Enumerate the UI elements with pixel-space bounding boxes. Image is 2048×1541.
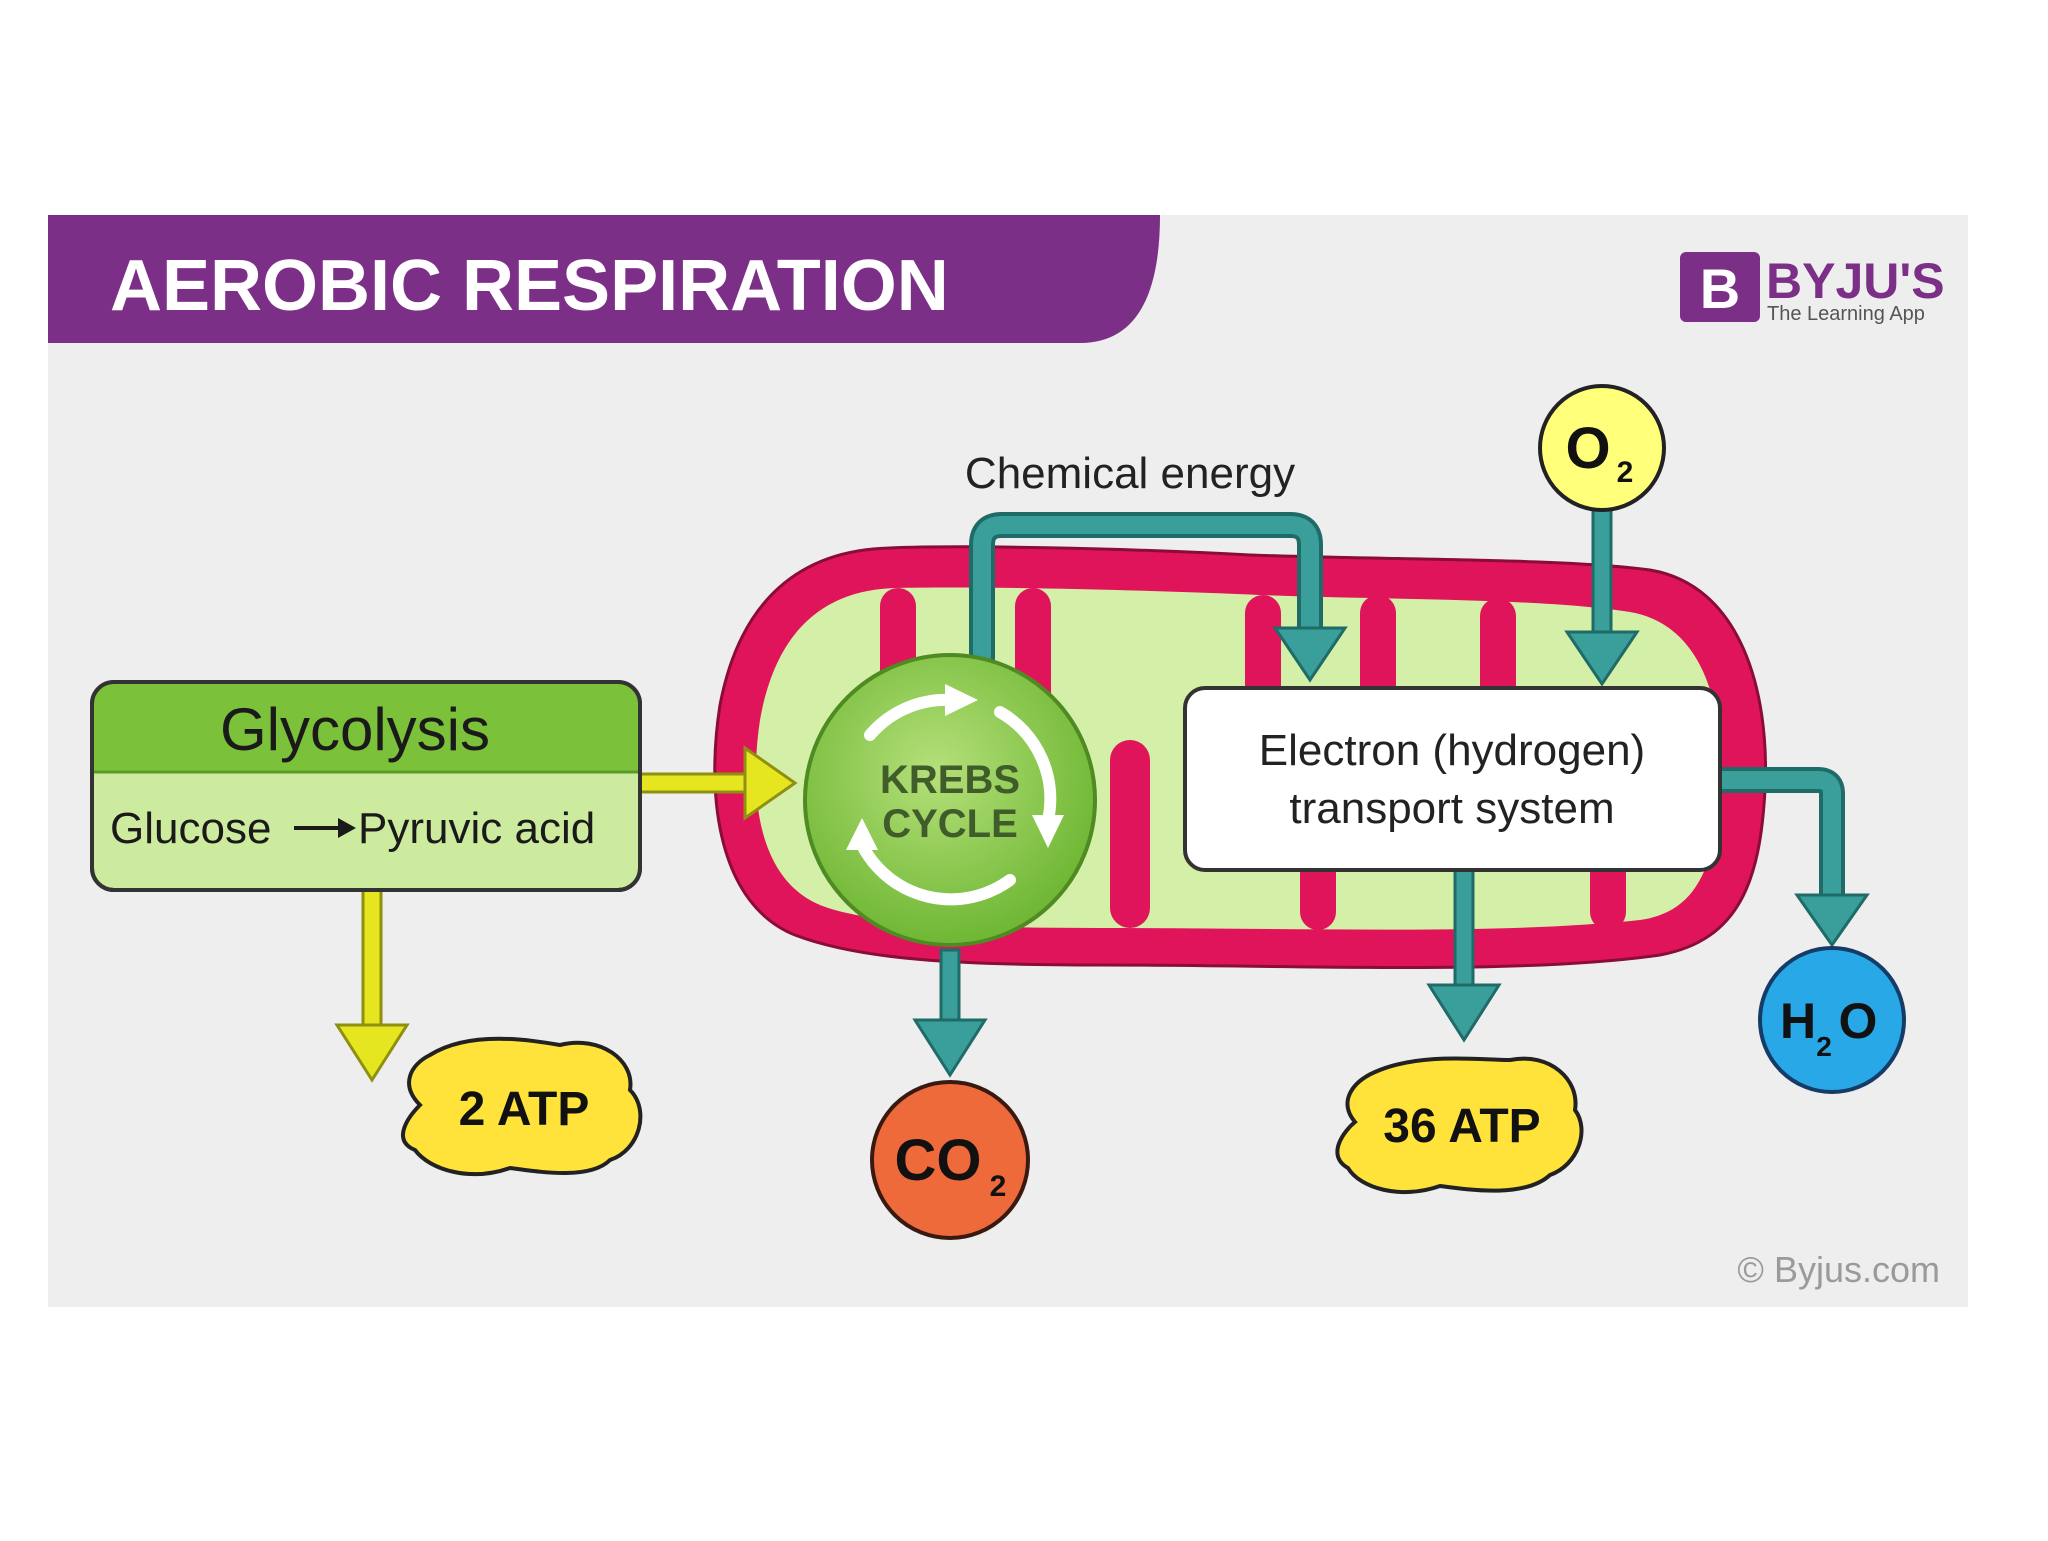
- krebs-cycle: KREBS CYCLE: [803, 653, 1097, 947]
- glycolysis-box: Glycolysis Glucose Pyruvic acid: [90, 680, 642, 892]
- logo-badge: [1680, 252, 1760, 322]
- oxygen-molecule: O 2: [1538, 384, 1666, 512]
- logo-letter: B: [1700, 257, 1740, 320]
- atp-label-36: 36 ATP: [1383, 1100, 1540, 1153]
- glycolysis-header: [94, 684, 638, 772]
- oxygen-subscript: 2: [1617, 456, 1634, 489]
- glycolysis-atp-arrow: [334, 888, 410, 1083]
- electron-transport-system: Electron (hydrogen) transport system: [1183, 686, 1722, 872]
- glycolysis-title: Glycolysis: [220, 696, 490, 763]
- pyruvate-arrow: [638, 745, 798, 821]
- copyright-text: © Byjus.com: [1737, 1249, 1940, 1290]
- atp-blob-etc: 36 ATP: [1335, 1056, 1584, 1195]
- oxygen-symbol: O: [1565, 416, 1610, 481]
- co2-subscript: 2: [990, 1170, 1007, 1203]
- cycle-arrow-icon: [994, 706, 1057, 826]
- krebs-label-2: CYCLE: [882, 802, 1018, 846]
- etc-label-1: Electron (hydrogen): [1259, 726, 1645, 775]
- water-symbol-o: O: [1839, 993, 1878, 1049]
- crista: [1110, 740, 1150, 928]
- cycle-arrow-icon: [864, 693, 956, 741]
- water-arrow: [1720, 767, 1870, 948]
- brand-name: BYJU'S: [1766, 253, 1945, 309]
- cycle-arrow-icon: [856, 839, 1016, 906]
- chemical-energy-label: Chemical energy: [965, 449, 1295, 498]
- chemical-energy-arrow: [969, 512, 1348, 683]
- title-band: [48, 215, 1160, 343]
- co2-arrow: [912, 948, 988, 1078]
- etc-label-2: transport system: [1289, 784, 1614, 833]
- brand-logo: B BYJU'S The Learning App: [1680, 252, 1945, 325]
- atp-label-2: 2 ATP: [459, 1083, 590, 1136]
- page-title: AEROBIC RESPIRATION: [110, 246, 949, 326]
- co2-symbol: CO: [895, 1128, 982, 1193]
- krebs-label-1: KREBS: [880, 758, 1020, 802]
- etc-box: [1183, 686, 1722, 872]
- brand-tagline: The Learning App: [1767, 303, 1925, 325]
- pyruvic-acid-label: Pyruvic acid: [358, 804, 595, 853]
- right-arrow-icon: [294, 818, 356, 838]
- water-subscript: 2: [1816, 1031, 1832, 1062]
- atp-blob-glycolysis: 2 ATP: [400, 1036, 643, 1177]
- carbon-dioxide-molecule: CO 2: [870, 1080, 1030, 1240]
- water-symbol-h: H: [1780, 993, 1816, 1049]
- glucose-label: Glucose: [110, 804, 271, 853]
- water-molecule: H 2 O: [1758, 946, 1906, 1094]
